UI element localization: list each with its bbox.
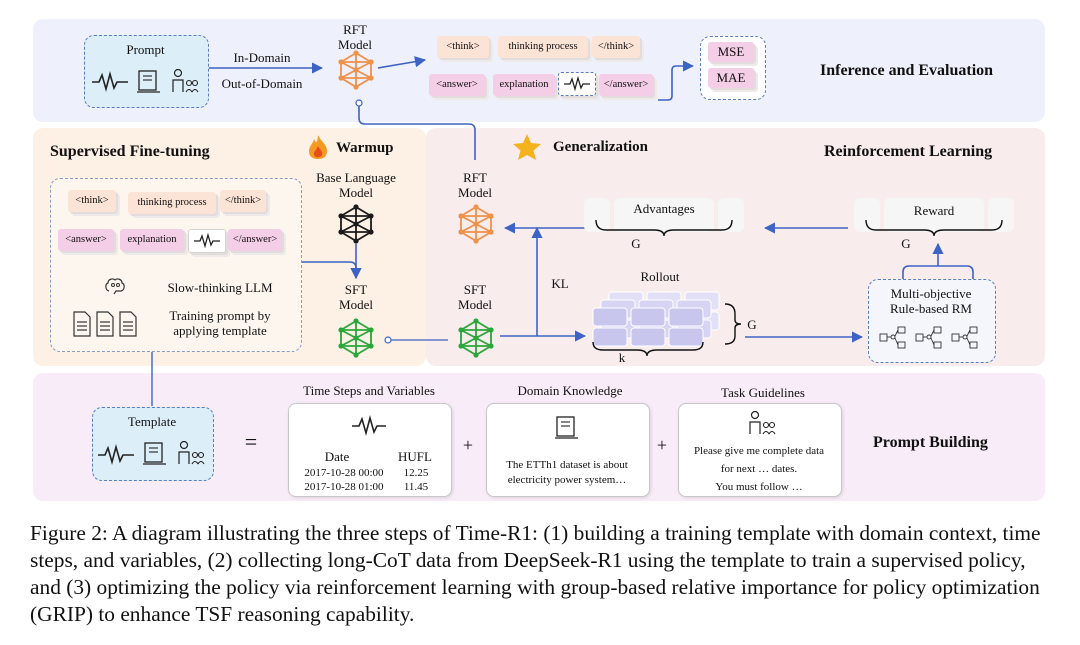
table-header-hufl: HUFL [398,449,432,464]
sft-explanation-chip: explanation [120,229,184,251]
table-header-date: Date [324,449,350,464]
wave-icon [98,443,134,466]
sft-think-close-chip: </think> [220,190,266,212]
time-steps-title: Time Steps and Variables [303,383,435,398]
think-open-chip: <think> [437,36,489,58]
out-of-domain-label: Out-of-Domain [221,76,303,91]
wave-chip [558,72,596,96]
reward-brace [865,219,1003,237]
domain-knowledge-title: Domain Knowledge [517,383,623,398]
wave-icon [92,70,128,93]
advantages-g-label: G [631,236,641,251]
reward-label: Reward [913,203,955,218]
advantages-group [584,198,744,234]
table-row-2-value: 11.45 [403,481,429,493]
answer-open-chip: <answer> [429,74,485,96]
teacher-icon [178,440,205,465]
book-icon [555,416,578,439]
advantages-label: Advantages [633,201,695,216]
domain-knowledge-card [486,403,650,497]
explanation-chip: explanation [493,74,555,96]
teacher-icon [172,68,199,93]
table-row-1-date: 2017-10-28 00:00 [304,467,384,479]
flame-icon [309,135,327,159]
figure-caption: Figure 2: A diagram illustrating the thr… [30,521,1041,626]
answer-close-chip: </answer> [599,74,653,96]
rm-box [868,279,996,363]
table-row-1-value: 12.25 [403,467,429,479]
neural-network-icon [338,50,374,90]
think-close-chip: </think> [592,36,640,58]
star-icon [513,134,541,160]
mse-chip: MSE [708,42,754,62]
wave-icon [564,75,590,92]
in-domain-label: In-Domain [233,50,291,65]
neural-network-icon [338,318,374,358]
wave-icon [194,232,220,249]
sft-think-open-chip: <think> [68,190,116,212]
wave-icon [352,414,386,437]
book-icon [143,442,166,465]
kl-label: KL [551,276,569,291]
document-icon [73,311,137,337]
sft-answer-close-chip: </answer> [228,229,282,251]
reward-g-label: G [901,236,911,251]
rm-icons [879,326,978,349]
prompt-building-title: Prompt Building [873,434,988,451]
neural-network-icon [458,318,494,358]
teacher-icon [749,410,776,435]
generalization-label: Generalization [553,139,648,155]
book-icon [137,70,160,93]
table-row-2-date: 2017-10-28 01:00 [304,481,384,493]
template-box [92,407,214,481]
inference-title: Inference and Evaluation [820,62,994,79]
sft-answer-open-chip: <answer> [58,229,114,251]
warmup-label: Warmup [336,140,394,156]
task-guidelines-card [678,403,842,497]
thinking-process-chip: thinking process [498,36,588,58]
rollout-stack [592,291,742,357]
prompt-label: Prompt [126,42,165,57]
rl-title: Reinforcement Learning [824,143,993,160]
plus-sign-1: + [462,435,474,455]
slow-thinking-label: Slow-thinking LLM [167,280,273,295]
neural-network-icon [338,204,374,244]
rollout-k-label: k [618,350,626,365]
plus-sign-2: + [656,435,668,455]
brain-icon [105,278,125,295]
task-guidelines-title: Task Guidelines [721,385,805,400]
sft-title: Supervised Fine-tuning [50,143,210,160]
rollout-label: Rollout [640,269,680,284]
template-label: Template [127,414,177,429]
equals-sign: = [244,429,258,454]
mae-chip: MAE [708,68,754,88]
advantages-brace [595,219,733,237]
sft-wave-chip [188,229,226,253]
sft-thinking-process-chip: thinking process [128,192,216,214]
neural-network-icon [458,204,494,244]
rollout-g-label: G [747,317,757,332]
